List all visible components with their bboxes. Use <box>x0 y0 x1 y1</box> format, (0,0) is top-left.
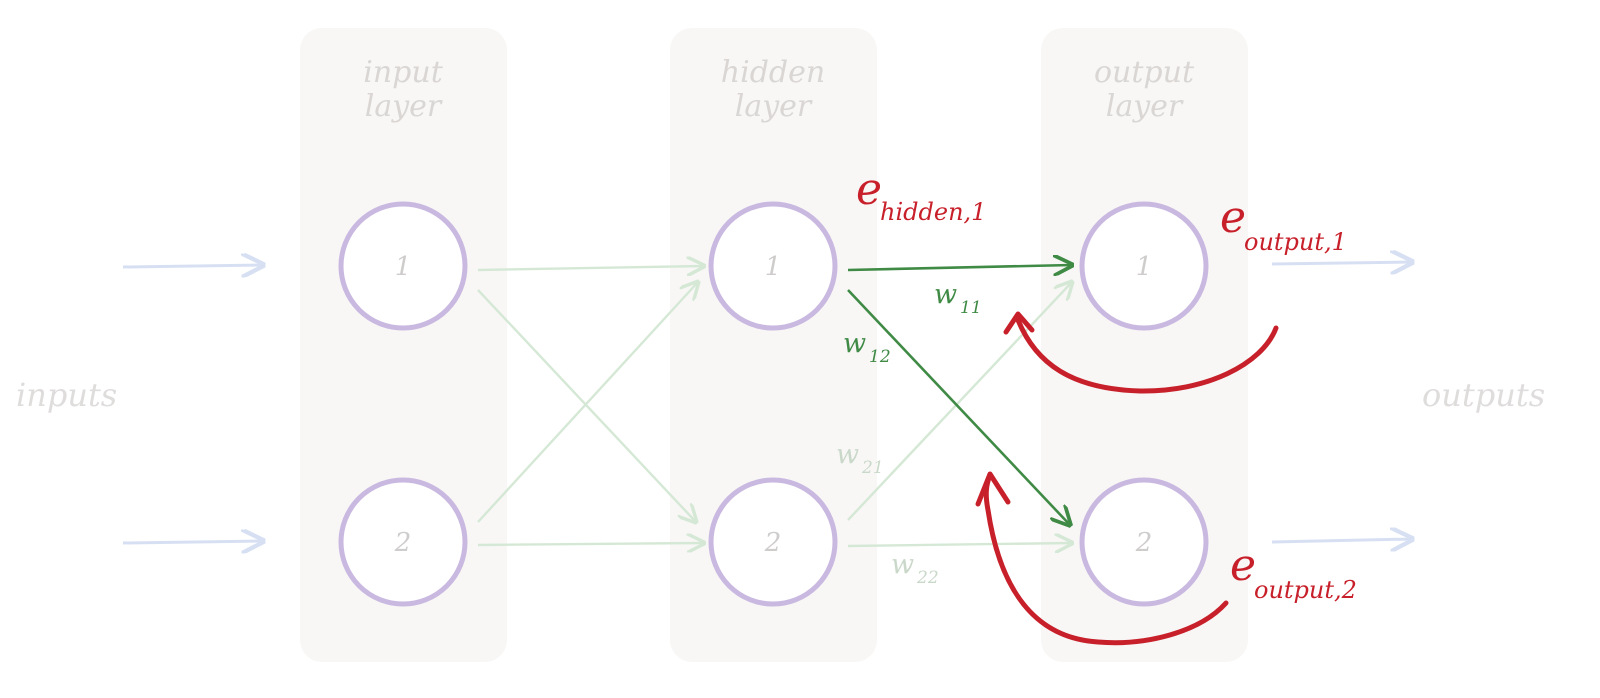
input-arrow-2 <box>122 541 263 543</box>
error-output-2: e output,2 <box>1230 540 1357 604</box>
hidden-node-1: 1 <box>708 201 838 331</box>
weight-w22-main: w <box>891 549 914 580</box>
hidden-node-1-label: 1 <box>765 252 782 282</box>
input-node-1: 1 <box>338 201 468 331</box>
hidden-node-1-circle <box>708 201 838 331</box>
hidden-layer-title-line2: layer <box>735 89 813 124</box>
weight-w21-main: w <box>836 439 859 470</box>
output-arrow-1 <box>1271 262 1412 264</box>
weight-w11: w 11 <box>934 279 982 318</box>
output-node-1-label: 1 <box>1136 252 1153 282</box>
error-arrow-output2-head <box>975 471 1011 507</box>
input-layer-title-line2: layer <box>365 89 443 124</box>
input-node-2-circle <box>338 477 468 607</box>
error-output-1-sub: output,1 <box>1244 228 1347 256</box>
weight-w22: w 22 <box>891 549 939 588</box>
link-hidden1-output2 <box>847 289 1070 525</box>
error-output-1: e output,1 <box>1220 192 1347 256</box>
weight-w21-sub: 21 <box>861 458 884 478</box>
weight-w22-sub: 22 <box>916 568 939 588</box>
link-hidden2-output1 <box>847 282 1072 521</box>
weight-w11-sub: 11 <box>960 298 982 318</box>
error-output-2-main: e <box>1230 540 1256 591</box>
input-layer-title-line1: input <box>363 55 443 90</box>
error-arrow-output2-shaft <box>983 472 1229 646</box>
error-hidden-1-main: e <box>856 164 882 215</box>
link-input2-hidden1 <box>477 282 698 523</box>
output-node-2-circle <box>1079 477 1209 607</box>
link-input2-hidden2 <box>477 543 704 545</box>
output-layer-title-line2: layer <box>1106 89 1184 124</box>
link-input1-hidden2 <box>477 289 696 522</box>
weight-w12: w 12 <box>843 328 891 367</box>
error-arrow-output1-shaft <box>1015 317 1279 394</box>
error-arrow-output1-to-hidden1 <box>1003 311 1279 394</box>
weight-w21: w 21 <box>836 439 884 478</box>
weight-w11-main: w <box>934 279 957 310</box>
error-arrow-output1-head <box>1003 311 1035 335</box>
hidden-layer-title-line1: hidden <box>721 55 825 90</box>
output-node-1-circle <box>1079 201 1209 331</box>
output-node-2-label: 2 <box>1135 528 1153 558</box>
input-node-1-label: 1 <box>395 252 412 282</box>
input-node-1-circle <box>338 201 468 331</box>
error-hidden-1-sub: hidden,1 <box>880 198 986 226</box>
input-arrow-1 <box>122 265 263 267</box>
error-output-2-sub: output,2 <box>1254 576 1357 604</box>
error-output-1-main: e <box>1220 192 1246 243</box>
outputs-label: outputs <box>1422 376 1545 414</box>
weight-w12-sub: 12 <box>869 347 891 367</box>
input-node-2-label: 2 <box>394 528 412 558</box>
output-node-2: 2 <box>1079 477 1209 607</box>
output-layer-title-line1: output <box>1094 55 1195 90</box>
link-hidden2-output2 <box>847 543 1072 546</box>
output-arrow-2 <box>1271 539 1412 542</box>
error-hidden-1: e hidden,1 <box>856 164 986 226</box>
error-arrow-output2-to-hidden1 <box>975 471 1229 646</box>
hidden-node-2-circle <box>708 477 838 607</box>
weight-w12-main: w <box>843 328 866 359</box>
output-node-1: 1 <box>1079 201 1209 331</box>
link-input1-hidden1 <box>477 266 704 270</box>
input-node-2: 2 <box>338 477 468 607</box>
link-hidden1-output1 <box>847 265 1072 270</box>
inputs-label: inputs <box>16 376 117 414</box>
hidden-node-2: 2 <box>708 477 838 607</box>
hidden-node-2-label: 2 <box>764 528 782 558</box>
